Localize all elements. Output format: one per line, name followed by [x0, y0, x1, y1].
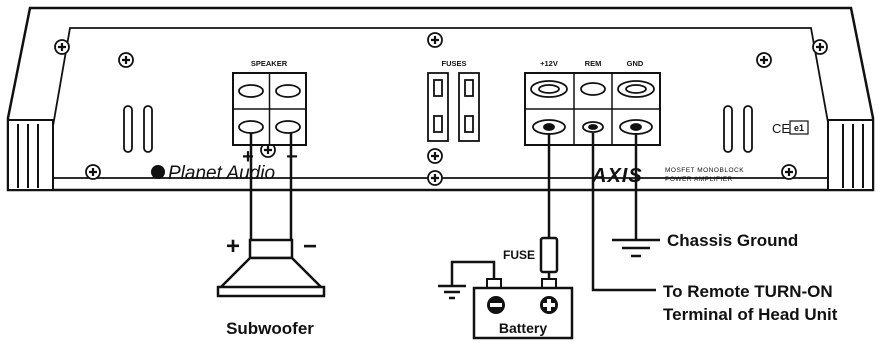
- screw-icon: [427, 148, 443, 164]
- screw-icon: [54, 39, 70, 55]
- axis-branding: AXIS MOSFET MONOBLOCK POWER AMPLIFIER: [591, 165, 744, 187]
- e-mark: e1: [794, 123, 804, 133]
- screw-icon: [812, 39, 828, 55]
- model-line-1: MOSFET MONOBLOCK: [665, 167, 744, 174]
- right-vent-slots: [723, 105, 753, 153]
- battery-label: Battery: [499, 320, 547, 336]
- power-label-rem: REM: [585, 59, 602, 68]
- certification-marks: CE e1: [772, 120, 809, 136]
- remote-label-line-1: To Remote TURN-ON: [663, 282, 833, 301]
- screw-icon: [756, 52, 772, 68]
- remote-label-line-2: Terminal of Head Unit: [663, 305, 838, 324]
- screw-icon: [427, 170, 443, 186]
- model-line-2: POWER AMPLIFIER: [665, 176, 733, 183]
- subwoofer-plus-sign: +: [226, 233, 240, 260]
- power-label-12v: +12V: [540, 59, 558, 68]
- screw-icon: [427, 32, 443, 48]
- left-vent-slots: [123, 105, 153, 153]
- right-end-cap: [827, 119, 874, 191]
- speaker-terminal-screws: [238, 84, 301, 134]
- remote-wire: [591, 133, 656, 292]
- axis-logo: AXIS: [591, 165, 643, 187]
- planet-audio-branding: Planet Audio: [151, 163, 275, 184]
- subwoofer-magnet: [248, 238, 294, 260]
- subwoofer-cone: [216, 256, 326, 290]
- power-label-gnd: GND: [627, 59, 644, 68]
- inline-fuse: FUSE: [503, 236, 559, 274]
- subwoofer-label: Subwoofer: [226, 319, 314, 338]
- fuse-2: [458, 72, 480, 142]
- screw-icon: [781, 164, 797, 180]
- battery: Battery: [472, 278, 574, 340]
- subwoofer: + − Subwoofer: [216, 233, 326, 338]
- brand-name: Planet Audio: [168, 163, 275, 184]
- fuse-block: FUSES: [427, 59, 480, 142]
- fuse-1: [427, 72, 449, 142]
- screw-icon: [85, 164, 101, 180]
- speaker-label: SPEAKER: [251, 59, 288, 68]
- screw-icon: [118, 52, 134, 68]
- subwoofer-minus-sign: −: [303, 233, 317, 260]
- ce-mark: CE: [772, 121, 790, 136]
- planet-audio-logo-icon: [151, 165, 165, 179]
- speaker-wires: [249, 133, 293, 240]
- left-end-cap: [7, 119, 54, 191]
- fuse-label: FUSE: [503, 248, 535, 262]
- chassis-ground-label: Chassis Ground: [667, 231, 798, 250]
- speaker-plus-sign: +: [242, 146, 254, 168]
- battery-ground: [438, 260, 496, 300]
- ground-wire: [612, 133, 660, 258]
- mounting-screws: [54, 32, 828, 186]
- fuses-label: FUSES: [441, 59, 466, 68]
